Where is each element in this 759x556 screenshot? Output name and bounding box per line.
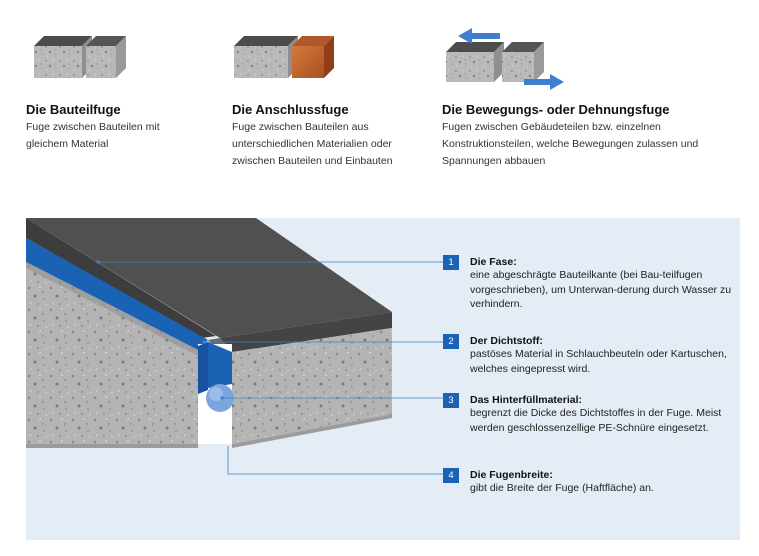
- arrow-right-icon: [524, 74, 564, 90]
- dehnungsfuge-blocks-illustration: [446, 28, 564, 90]
- dehnungsfuge-description: Fugen zwischen Gebäudeteilen bzw. einzel…: [442, 121, 699, 167]
- callout-number-badge: 4: [443, 468, 459, 483]
- joint-type-dehnungsfuge: [440, 26, 570, 90]
- callout-description: begrenzt die Dicke des Dichtstoffes in d…: [470, 407, 722, 434]
- callout-number-badge: 3: [443, 393, 459, 408]
- callout-number-badge: 1: [443, 255, 459, 270]
- callout-number-badge: 2: [443, 334, 459, 349]
- bauteilfuge-blocks-illustration: [34, 36, 126, 78]
- callout-title: Der Dichtstoff:: [470, 335, 543, 347]
- leader-line-4: [227, 446, 444, 475]
- arrow-left-icon: [458, 28, 500, 44]
- bauteilfuge-description: Fuge zwischen Bauteilen mit gleichem Mat…: [26, 121, 160, 150]
- callout-title: Das Hinterfüllmaterial:: [470, 394, 583, 406]
- joint-cross-section-illustration: [26, 218, 444, 475]
- callout-description: pastöses Material in Schlauchbeuteln ode…: [470, 348, 727, 375]
- leader-dot-2: [202, 340, 206, 344]
- joint-type-bauteilfuge: [30, 30, 130, 82]
- bauteilfuge-title: Die Bauteilfuge: [26, 102, 121, 117]
- anschlussfuge-blocks-illustration: [234, 36, 334, 78]
- leader-dot-3: [220, 396, 224, 400]
- callout-description: gibt die Breite der Fuge (Haftfläche) an…: [470, 482, 654, 494]
- dehnungsfuge-title: Die Bewegungs- oder Dehnungsfuge: [442, 102, 670, 117]
- callout-title: Die Fugenbreite:: [470, 469, 553, 481]
- joint-type-anschlussfuge: [232, 30, 336, 82]
- callout-title: Die Fase:: [470, 256, 517, 268]
- leader-dot-1: [96, 260, 100, 264]
- callout-description: eine abgeschrägte Bauteilkante (bei Bau-…: [470, 269, 732, 310]
- anschlussfuge-description: Fuge zwischen Bauteilen aus unterschiedl…: [232, 121, 393, 167]
- anschlussfuge-title: Die Anschlussfuge: [232, 102, 349, 117]
